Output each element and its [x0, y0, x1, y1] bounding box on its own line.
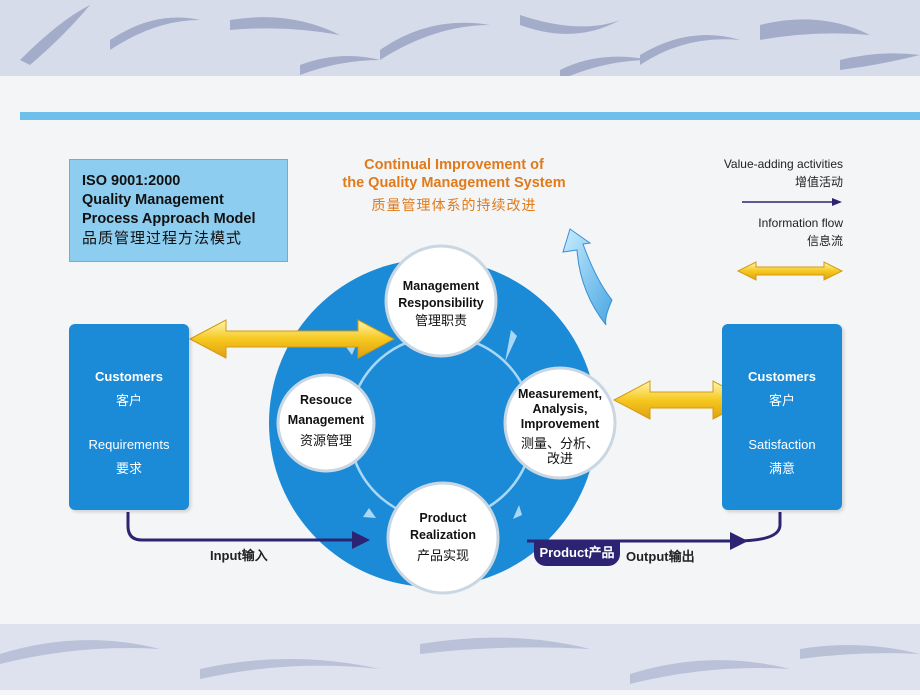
node-measurement [503, 366, 617, 480]
resource-cn: 资源管理 [299, 433, 352, 448]
legend-info-arrow [736, 261, 844, 281]
customers-left-title: Customers [95, 369, 163, 384]
decorative-bottom-banner [0, 624, 920, 690]
legend-information-flow-en: Information flow [758, 216, 843, 230]
customers-right-title: Customers [748, 369, 816, 384]
input-label: Input输入 [210, 548, 268, 563]
node-management-responsibility [384, 244, 498, 358]
ci-line-1: Continual Improvement of [364, 157, 544, 173]
banner-brush-pattern-bottom [0, 637, 920, 684]
customers-left-sub: Requirements [88, 437, 170, 452]
legend-information-flow: Information flow 信息流 [758, 214, 843, 250]
input-flow-arrow [126, 512, 370, 549]
measurement-cn2: 改进 [546, 451, 573, 466]
legend-information-flow-cn: 信息流 [806, 234, 843, 248]
customers-satisfaction-box: Customers 客户 Satisfaction 满意 [722, 324, 842, 510]
node-resource-management [276, 373, 376, 473]
ci-line-3: 质量管理体系的持续改进 [371, 197, 537, 213]
legend-value-adding-cn: 增值活动 [794, 175, 843, 189]
measurement-en1: Measurement, [517, 387, 603, 401]
horizontal-rule [20, 112, 920, 120]
decorative-top-banner [0, 0, 920, 80]
title-line-2: Quality Management [82, 192, 224, 208]
title-line-3: Process Approach Model [82, 211, 256, 227]
customers-right-sub: Satisfaction [748, 437, 816, 452]
label-resource-management: Resouce Management 资源管理 [276, 392, 376, 449]
legend-value-adding-en: Value-adding activities [723, 157, 843, 171]
legend-value-arrow [742, 198, 842, 206]
label-management-responsibility: Management Responsibility 管理职责 [386, 278, 496, 329]
customers-left-title-cn: 客户 [115, 393, 142, 408]
resource-en1: Resouce [299, 393, 353, 407]
output-label: Output输出 [626, 549, 695, 564]
management-en1: Management [402, 279, 480, 293]
continual-improvement-label: Continual Improvement of the Quality Man… [318, 156, 590, 214]
title-box: ISO 9001:2000 Quality Management Process… [69, 159, 288, 262]
label-product-realization: Product Realization 产品实现 [388, 510, 498, 564]
product-cn: 产品实现 [416, 548, 469, 563]
management-en2: Responsibility [398, 296, 484, 310]
customers-right-title-cn: 客户 [768, 393, 795, 408]
measurement-en3: Improvement [520, 417, 600, 431]
banner-brush-pattern [20, 5, 920, 80]
product-en2: Realization [410, 528, 476, 542]
label-measurement: Measurement, Analysis, Improvement 测量、分析… [505, 387, 615, 466]
ci-line-2: the Quality Management System [342, 175, 566, 191]
legend-value-adding: Value-adding activities 增值活动 [724, 155, 843, 191]
product-en1: Product [419, 511, 467, 525]
measurement-en2: Analysis, [532, 402, 588, 416]
title-line-4: 品质管理过程方法模式 [82, 230, 243, 247]
management-cn: 管理职责 [414, 313, 467, 328]
customers-left-sub-cn: 要求 [115, 461, 142, 476]
node-product-realization [386, 481, 500, 595]
resource-en2: Management [287, 413, 365, 427]
customers-requirements-box: Customers 客户 Requirements 要求 [69, 324, 189, 510]
customers-right-sub-cn: 满意 [768, 461, 795, 476]
measurement-cn1: 测量、分析、 [520, 436, 599, 451]
info-arrow-left [188, 319, 396, 359]
product-label: Product产品 [534, 541, 620, 566]
title-line-1: ISO 9001:2000 [82, 173, 181, 189]
continual-improvement-arrow [562, 228, 613, 326]
